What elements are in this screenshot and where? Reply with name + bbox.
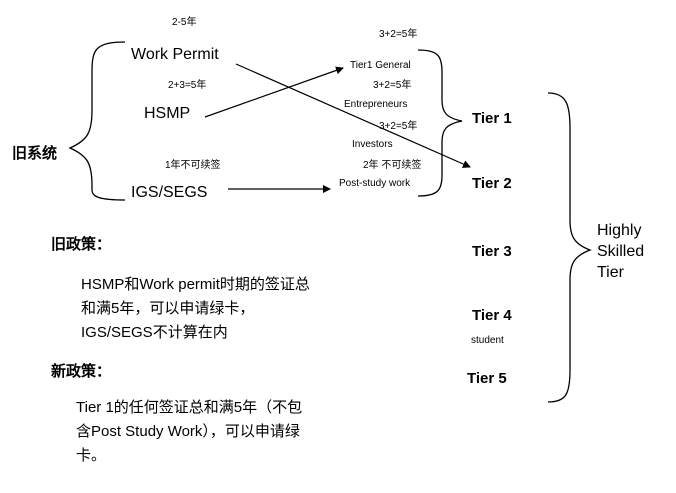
new-routes-brace bbox=[417, 49, 463, 197]
tier-3-label: Tier 3 bbox=[472, 243, 512, 260]
highly-skilled-brace bbox=[547, 92, 592, 403]
work-permit-label: Work Permit bbox=[131, 46, 219, 63]
old-system-label: 旧系统 bbox=[12, 145, 58, 162]
post-study-duration: 2年 不可续签 bbox=[363, 160, 422, 171]
post-study-label: Post-study work bbox=[339, 178, 411, 189]
tier-5-label: Tier 5 bbox=[467, 370, 507, 387]
entrepreneurs-duration: 3+2=5年 bbox=[373, 80, 412, 91]
old-policy-heading: 旧政策： bbox=[51, 236, 112, 253]
old-system-brace bbox=[68, 41, 126, 201]
arrow-hsmp-to-tier1-general bbox=[204, 66, 344, 118]
tier1-general-duration: 3+2=5年 bbox=[379, 29, 418, 40]
arrow-work-permit-to-tier2 bbox=[235, 63, 471, 168]
investors-duration: 3+2=5年 bbox=[379, 121, 418, 132]
igs-duration: 1年不可续签 bbox=[165, 160, 221, 171]
old-policy-text: HSMP和Work permit时期的签证总 和满5年，可以申请绿卡， IGS/… bbox=[81, 276, 310, 341]
new-policy-text: Tier 1的任何签证总和满5年（不包 含Post Study Work），可以… bbox=[76, 399, 303, 464]
hsmp-duration: 2+3=5年 bbox=[168, 80, 207, 91]
tier-4-note: student bbox=[471, 335, 504, 346]
tier-1-label: Tier 1 bbox=[472, 110, 512, 127]
tier-2-label: Tier 2 bbox=[472, 175, 512, 192]
tier1-general-label: Tier1 General bbox=[350, 60, 411, 71]
entrepreneurs-label: Entrepreneurs bbox=[344, 99, 408, 110]
igs-segs-label: IGS/SEGS bbox=[131, 184, 208, 201]
new-policy-heading: 新政策： bbox=[51, 363, 112, 380]
work-permit-duration: 2-5年 bbox=[172, 17, 197, 28]
investors-label: Investors bbox=[352, 139, 393, 150]
hsmp-label: HSMP bbox=[144, 105, 191, 122]
highly-skilled-label: Highly Skilled Tier bbox=[597, 222, 645, 281]
tier-4-label: Tier 4 bbox=[472, 307, 512, 324]
